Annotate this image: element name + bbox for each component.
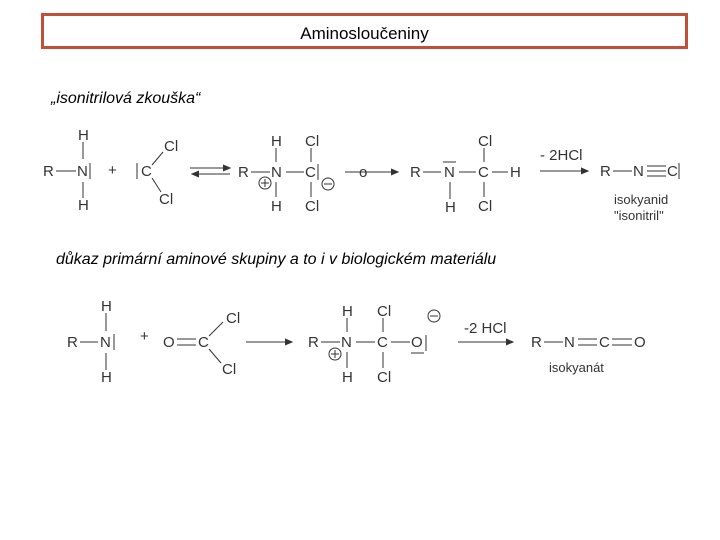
plus-sign-1: +	[108, 162, 117, 179]
atom-o: O	[411, 334, 423, 351]
intermediate-1: R N H H C Cl Cl	[238, 133, 335, 215]
reaction-arrow-1b: - 2HCl	[540, 147, 588, 171]
atom-h-top: H	[342, 303, 353, 320]
atom-c: C	[377, 334, 388, 351]
atom-r: R	[531, 334, 542, 351]
reaction-heading: „isonitrilová zkouška“	[51, 90, 201, 107]
product-label-isokyanat: isokyanát	[549, 360, 604, 375]
atom-cl-bottom: Cl	[377, 369, 391, 386]
atom-r: R	[410, 164, 421, 181]
atom-o: O	[634, 334, 646, 351]
dichlorocarbene: C Cl Cl	[136, 138, 178, 208]
atom-o: O	[163, 334, 175, 351]
amine-molecule-2: R N H H	[67, 298, 115, 386]
atom-n: N	[77, 163, 88, 180]
atom-n: N	[444, 164, 455, 181]
isocyanate-product: R N C O isokyanát	[531, 334, 646, 375]
atom-cl-top: Cl	[478, 133, 492, 150]
atom-c: C	[305, 164, 316, 181]
reaction-2: R N H H + O C Cl Cl R N	[67, 298, 646, 386]
atom-h-bottom: H	[342, 369, 353, 386]
reaction-subheading: důkaz primární aminové skupiny a to i v …	[56, 251, 497, 268]
atom-r: R	[43, 163, 54, 180]
arrow-label-2: -2 HCl	[464, 320, 507, 337]
isocyanide-product: R N C isokyanid "isonitril"	[600, 163, 680, 223]
atom-cl-top: Cl	[377, 303, 391, 320]
reaction-arrow-2b: -2 HCl	[458, 320, 513, 342]
atom-r: R	[67, 334, 78, 351]
atom-h-bottom: H	[101, 369, 112, 386]
intermediate-3: R N H H C Cl Cl O	[308, 303, 441, 386]
atom-n: N	[341, 334, 352, 351]
atom-n: N	[564, 334, 575, 351]
equilibrium-arrow	[190, 168, 230, 174]
atom-r: R	[238, 164, 249, 181]
atom-n: N	[633, 163, 644, 180]
atom-h-bottom: H	[271, 198, 282, 215]
atom-r: R	[308, 334, 319, 351]
reaction-arrow-1a: o	[345, 164, 398, 181]
phosgene: O C Cl Cl	[163, 310, 240, 378]
atom-c: C	[478, 164, 489, 181]
atom-cl-top: Cl	[226, 310, 240, 327]
page-title: Aminosloučeniny	[300, 24, 429, 43]
atom-c: C	[198, 334, 209, 351]
atom-r: R	[600, 163, 611, 180]
product-label-isokyanid: isokyanid	[614, 192, 668, 207]
atom-cl-bottom: Cl	[222, 361, 236, 378]
atom-c: C	[599, 334, 610, 351]
reaction-1: R N H H + C Cl Cl R N	[43, 127, 680, 223]
atom-n: N	[100, 334, 111, 351]
atom-h-top: H	[78, 127, 89, 144]
intermediate-2: R N H C Cl Cl H	[410, 133, 521, 216]
atom-cl-top: Cl	[305, 133, 319, 150]
atom-cl-top: Cl	[164, 138, 178, 155]
amine-molecule-1: R N H H	[43, 127, 91, 214]
atom-cl-bottom: Cl	[478, 198, 492, 215]
atom-h-bottom: H	[78, 197, 89, 214]
product-label-isonitril: "isonitril"	[614, 208, 664, 223]
atom-h-top: H	[271, 133, 282, 150]
atom-n: N	[271, 164, 282, 181]
atom-cl-bottom: Cl	[305, 198, 319, 215]
atom-c: C	[141, 163, 152, 180]
atom-h-top: H	[101, 298, 112, 315]
plus-sign-2: +	[140, 328, 149, 345]
title-box: Aminosloučeniny	[41, 13, 688, 49]
atom-cl-bottom: Cl	[159, 191, 173, 208]
atom-h: H	[445, 199, 456, 216]
arrow-mark: o	[359, 164, 367, 181]
atom-c: C	[667, 163, 678, 180]
arrow-label-1: - 2HCl	[540, 147, 583, 164]
atom-h-right: H	[510, 164, 521, 181]
